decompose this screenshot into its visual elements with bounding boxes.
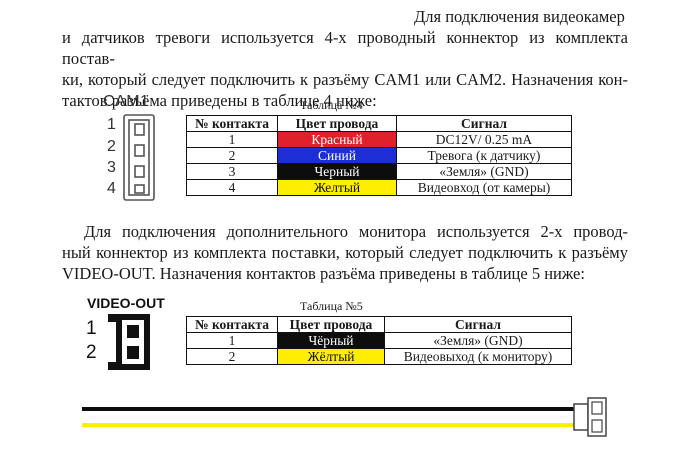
- table4-caption: Таблица №4: [300, 98, 363, 112]
- paragraph-line: ки, который следует подключить к разъёму…: [62, 70, 628, 89]
- paragraph-line: ный коннектор из комплекта поставки, кот…: [62, 243, 628, 262]
- table-row: 4 Желтый Видеовход (от камеры): [186, 179, 572, 196]
- table-row: 1 Чёрный «Земля» (GND): [186, 332, 572, 349]
- cam1-connector-icon: [123, 114, 155, 201]
- pin-cell: 2: [186, 348, 278, 365]
- signal-cell: Видеовыход (к монитору): [384, 348, 572, 365]
- table-header-row: № контакта Цвет провода Сигнал: [186, 316, 572, 333]
- video-out-connector-icon: [108, 314, 150, 370]
- cam1-pin-number: 3: [107, 159, 116, 176]
- column-header: № контакта: [186, 316, 278, 333]
- signal-cell: DC12V/ 0.25 mA: [396, 131, 572, 148]
- signal-cell: Тревога (к датчику): [396, 147, 572, 164]
- signal-cell: Видеовход (от камеры): [396, 179, 572, 196]
- pin-cell: 4: [186, 179, 278, 196]
- signal-cell: «Земля» (GND): [384, 332, 572, 349]
- intro-paragraph-cameras: Для подключения видеокамер и датчиков тр…: [62, 6, 628, 111]
- cam1-pin-number: 1: [107, 116, 116, 133]
- color-cell-yellow: Жёлтый: [277, 348, 385, 365]
- color-cell-yellow: Желтый: [277, 179, 397, 196]
- cam1-pin-number: 4: [107, 180, 116, 197]
- video-out-pin-number: 2: [86, 342, 97, 363]
- table-row: 2 Синий Тревога (к датчику): [186, 147, 572, 164]
- table5-pin-assignment: № контакта Цвет провода Сигнал 1 Чёрный …: [186, 316, 572, 365]
- color-cell-black: Черный: [277, 163, 397, 180]
- two-wire-cable-icon: [82, 397, 607, 437]
- paragraph-line: VIDEO-OUT. Назначения контактов разъёма …: [62, 264, 585, 283]
- paragraph-line: Для подключения видеокамер: [414, 7, 625, 26]
- table4-pin-assignment: № контакта Цвет провода Сигнал 1 Красный…: [186, 115, 572, 196]
- color-cell-black: Чёрный: [277, 332, 385, 349]
- video-out-pin-number: 1: [86, 318, 97, 339]
- paragraph-line: и датчиков тревоги используется 4-х пров…: [62, 28, 628, 68]
- paragraph-line: тактов разъёма приведены в таблице 4 ниж…: [62, 91, 377, 110]
- table5-caption: Таблица №5: [300, 299, 363, 313]
- video-out-connector-label: VIDEO-OUT: [87, 295, 165, 311]
- intro-paragraph-monitor: Для подключения дополнительного монитора…: [62, 221, 628, 284]
- cam1-pin-number: 2: [107, 138, 116, 155]
- column-header: Цвет провода: [277, 316, 385, 333]
- cam1-connector-label: CAM1: [103, 93, 150, 110]
- column-header: Цвет провода: [277, 115, 397, 132]
- table-row: 1 Красный DC12V/ 0.25 mA: [186, 131, 572, 148]
- paragraph-line: Для подключения дополнительного монитора…: [84, 222, 628, 241]
- table-row: 2 Жёлтый Видеовыход (к монитору): [186, 348, 572, 365]
- table-row: 3 Черный «Земля» (GND): [186, 163, 572, 180]
- color-cell-red: Красный: [277, 131, 397, 148]
- color-cell-blue: Синий: [277, 147, 397, 164]
